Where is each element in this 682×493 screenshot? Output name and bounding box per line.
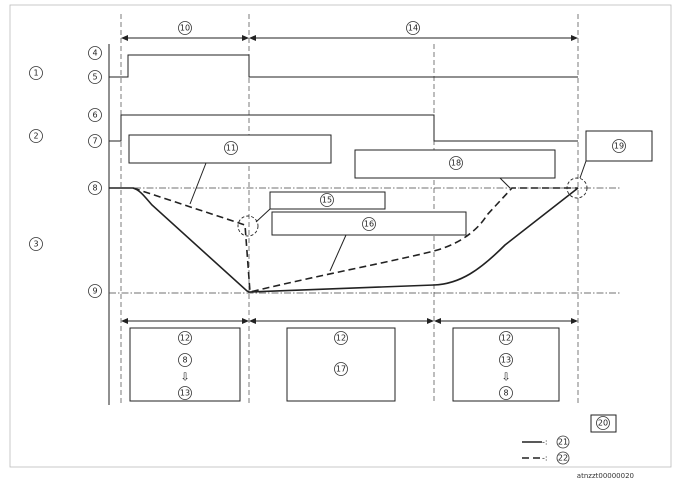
svg-text:9: 9	[92, 287, 97, 296]
svg-text:1: 1	[33, 69, 38, 78]
svg-text:3: 3	[33, 240, 38, 249]
svg-text:8: 8	[503, 389, 508, 398]
svg-text:8: 8	[182, 356, 187, 365]
svg-text:12: 12	[180, 334, 190, 343]
svg-text:2: 2	[33, 132, 38, 141]
level-label-7: 7	[88, 134, 102, 148]
callout-label-18: 18	[449, 156, 463, 170]
row-label-1: 1	[29, 66, 43, 80]
phase-arrow-1	[121, 318, 249, 324]
down-outline-arrow-icon: ⇩	[180, 371, 189, 384]
legend: -: 21 -: 22	[522, 435, 570, 465]
level-label-6: 6	[88, 108, 102, 122]
highlight-circle-15	[237, 215, 259, 237]
svg-text:21: 21	[558, 438, 568, 447]
span-label-14: 14	[406, 21, 420, 35]
signal-row-2	[109, 114, 578, 142]
svg-text:7: 7	[92, 137, 97, 146]
curve-dashed	[132, 187, 578, 293]
level-label-4: 4	[88, 46, 102, 60]
leader-15	[255, 208, 271, 223]
svg-text:17: 17	[336, 365, 346, 374]
corner-box-20: 20	[590, 414, 617, 433]
svg-text:-:: -:	[542, 438, 548, 447]
svg-text:12: 12	[336, 334, 346, 343]
svg-text:8: 8	[92, 184, 97, 193]
svg-text:11: 11	[226, 144, 236, 153]
footer-code: atnzzt00000020	[577, 472, 634, 480]
leader-11	[189, 162, 207, 205]
svg-text:6: 6	[92, 111, 97, 120]
callout-label-11: 11	[224, 141, 238, 155]
svg-text:14: 14	[408, 24, 418, 33]
phase-box-1: 12 8 ⇩ 13	[129, 327, 241, 402]
svg-text:13: 13	[501, 356, 511, 365]
svg-text:-:: -:	[542, 454, 548, 463]
svg-text:20: 20	[598, 419, 608, 428]
leader-19	[579, 160, 587, 179]
level-label-9: 9	[88, 284, 102, 298]
phase-box-2: 12 17	[286, 327, 396, 402]
phase-arrow-3	[434, 318, 578, 324]
svg-text:18: 18	[451, 159, 461, 168]
highlight-circle-19	[566, 177, 588, 199]
curve-solid	[109, 187, 579, 293]
row-label-2: 2	[29, 129, 43, 143]
phase-box-3: 12 13 ⇩ 8	[452, 327, 560, 402]
leader-18	[499, 177, 511, 189]
svg-text:5: 5	[92, 73, 97, 82]
phase-arrow-2	[249, 318, 434, 324]
span-arrow-14	[249, 35, 578, 41]
level-label-5: 5	[88, 70, 102, 84]
span-arrow-10	[121, 35, 249, 41]
svg-text:12: 12	[501, 334, 511, 343]
outer-frame	[9, 4, 672, 468]
callout-label-15: 15	[320, 193, 334, 207]
callout-label-16: 16	[362, 217, 376, 231]
level-label-8: 8	[88, 181, 102, 195]
svg-text:22: 22	[558, 454, 568, 463]
span-label-10: 10	[178, 21, 192, 35]
svg-text:15: 15	[322, 196, 332, 205]
svg-text:19: 19	[614, 142, 624, 151]
leader-16	[329, 234, 347, 272]
down-outline-arrow-icon: ⇩	[501, 371, 510, 384]
svg-text:10: 10	[180, 24, 190, 33]
callout-label-19: 19	[612, 139, 626, 153]
row-label-3: 3	[29, 237, 43, 251]
signal-row-1	[109, 54, 578, 78]
svg-text:16: 16	[364, 220, 374, 229]
svg-text:4: 4	[92, 49, 97, 58]
svg-text:13: 13	[180, 389, 190, 398]
